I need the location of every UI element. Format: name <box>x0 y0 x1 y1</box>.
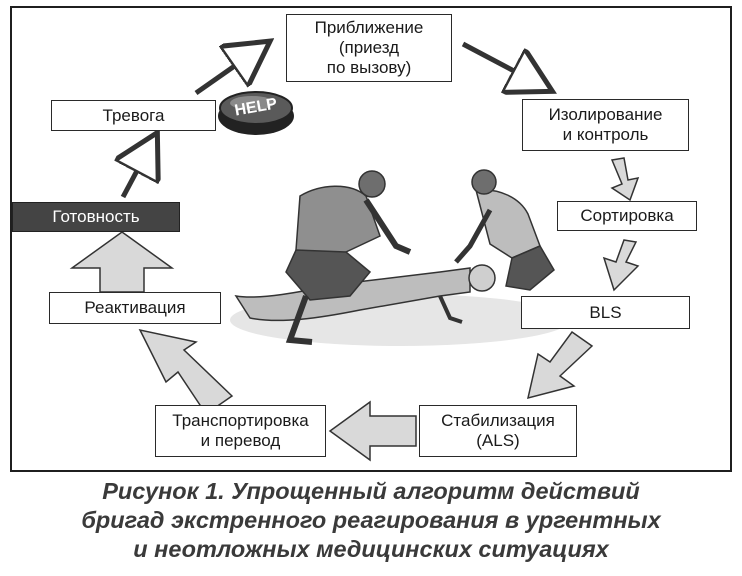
arrow-triage-to-bls <box>602 239 640 292</box>
rescue-scene-illustration <box>230 169 570 346</box>
figure-caption: Рисунок 1. Упрощенный алгоритм действий … <box>81 478 661 562</box>
arrow-bls-to-stabilization <box>526 330 594 400</box>
help-button-icon: HELP <box>218 91 294 135</box>
step-bls: BLS <box>521 296 690 329</box>
step-isolation: Изолирование и контроль <box>522 99 689 151</box>
arrow-approach-to-isolation <box>461 41 548 89</box>
step-transport: Транспортировка и перевод <box>155 405 326 457</box>
arrow-alarm-to-approach <box>194 44 266 96</box>
arrow-isolation-to-triage <box>610 157 640 202</box>
step-stabilization: Стабилизация (ALS) <box>419 405 577 457</box>
arrow-transport-to-reactivation <box>138 328 234 416</box>
step-triage: Сортировка <box>557 201 697 231</box>
arrow-readiness-to-alarm <box>123 137 155 199</box>
step-approach: Приближение (приезд по вызову) <box>286 14 452 82</box>
step-readiness: Готовность <box>12 202 180 232</box>
step-alarm: Тревога <box>51 100 216 131</box>
arrow-reactivation-to-readiness <box>69 231 175 293</box>
arrow-stabilization-to-transport <box>328 400 417 462</box>
step-reactivation: Реактивация <box>49 292 221 324</box>
